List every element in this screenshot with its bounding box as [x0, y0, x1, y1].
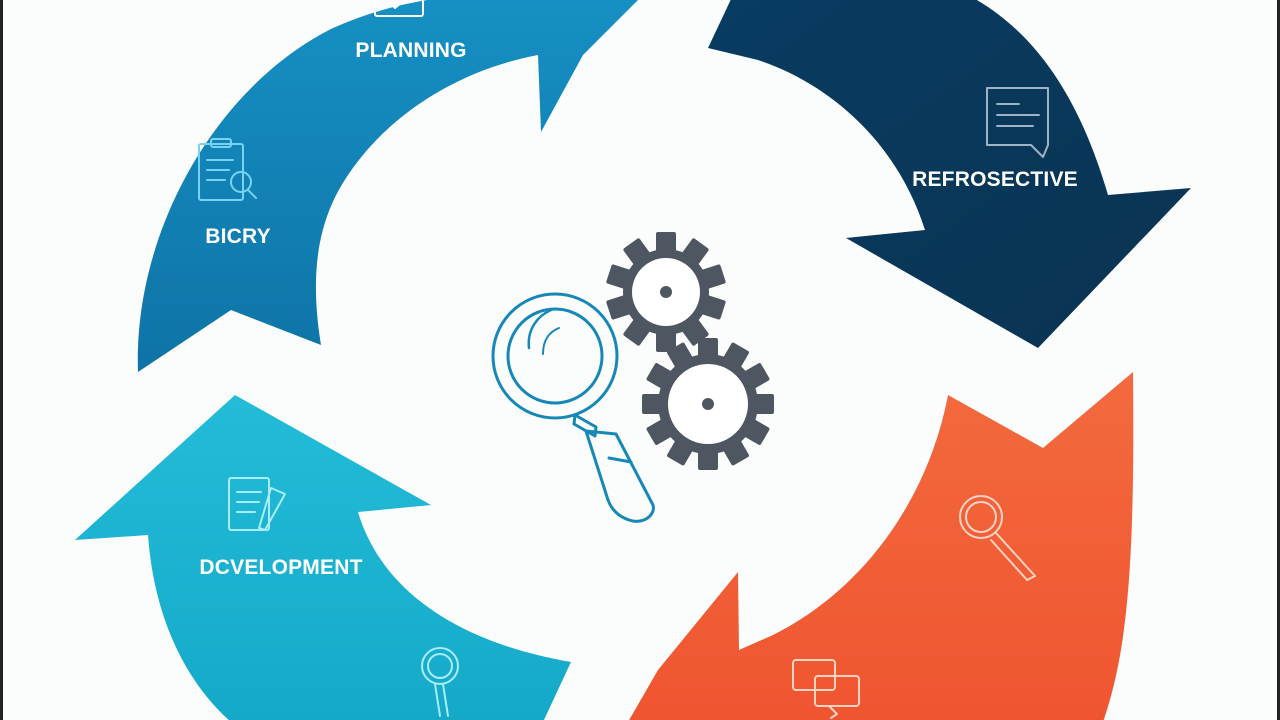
- review-arrow: [629, 372, 1134, 720]
- document-pen-icon: [228, 477, 286, 531]
- clipboard-search-icon: [198, 138, 257, 201]
- planning-arrow: [137, 0, 638, 372]
- magnifier-icon: [959, 495, 1036, 581]
- cycle-diagram-canvas: PLANNING BICRY REFROSECTIVE DCVELOP: [75, 0, 1191, 720]
- presentation-icon: [792, 659, 860, 719]
- story-label: BICRY: [205, 225, 271, 248]
- gear-icon: [606, 232, 726, 352]
- gear-icon: [642, 338, 774, 470]
- retrospective-arrow: [708, 0, 1191, 348]
- checklist-icon: [374, 0, 424, 17]
- center-magnifier-icon: [491, 292, 655, 523]
- magnifier-icon: [421, 647, 459, 717]
- planning-label: PLANNING: [355, 39, 466, 62]
- chat-bubble-icon: [986, 87, 1049, 158]
- development-arrow: [75, 395, 571, 720]
- development-label: DCVELOPMENT: [199, 556, 362, 579]
- retrospective-label: REFROSECTIVE: [912, 168, 1078, 191]
